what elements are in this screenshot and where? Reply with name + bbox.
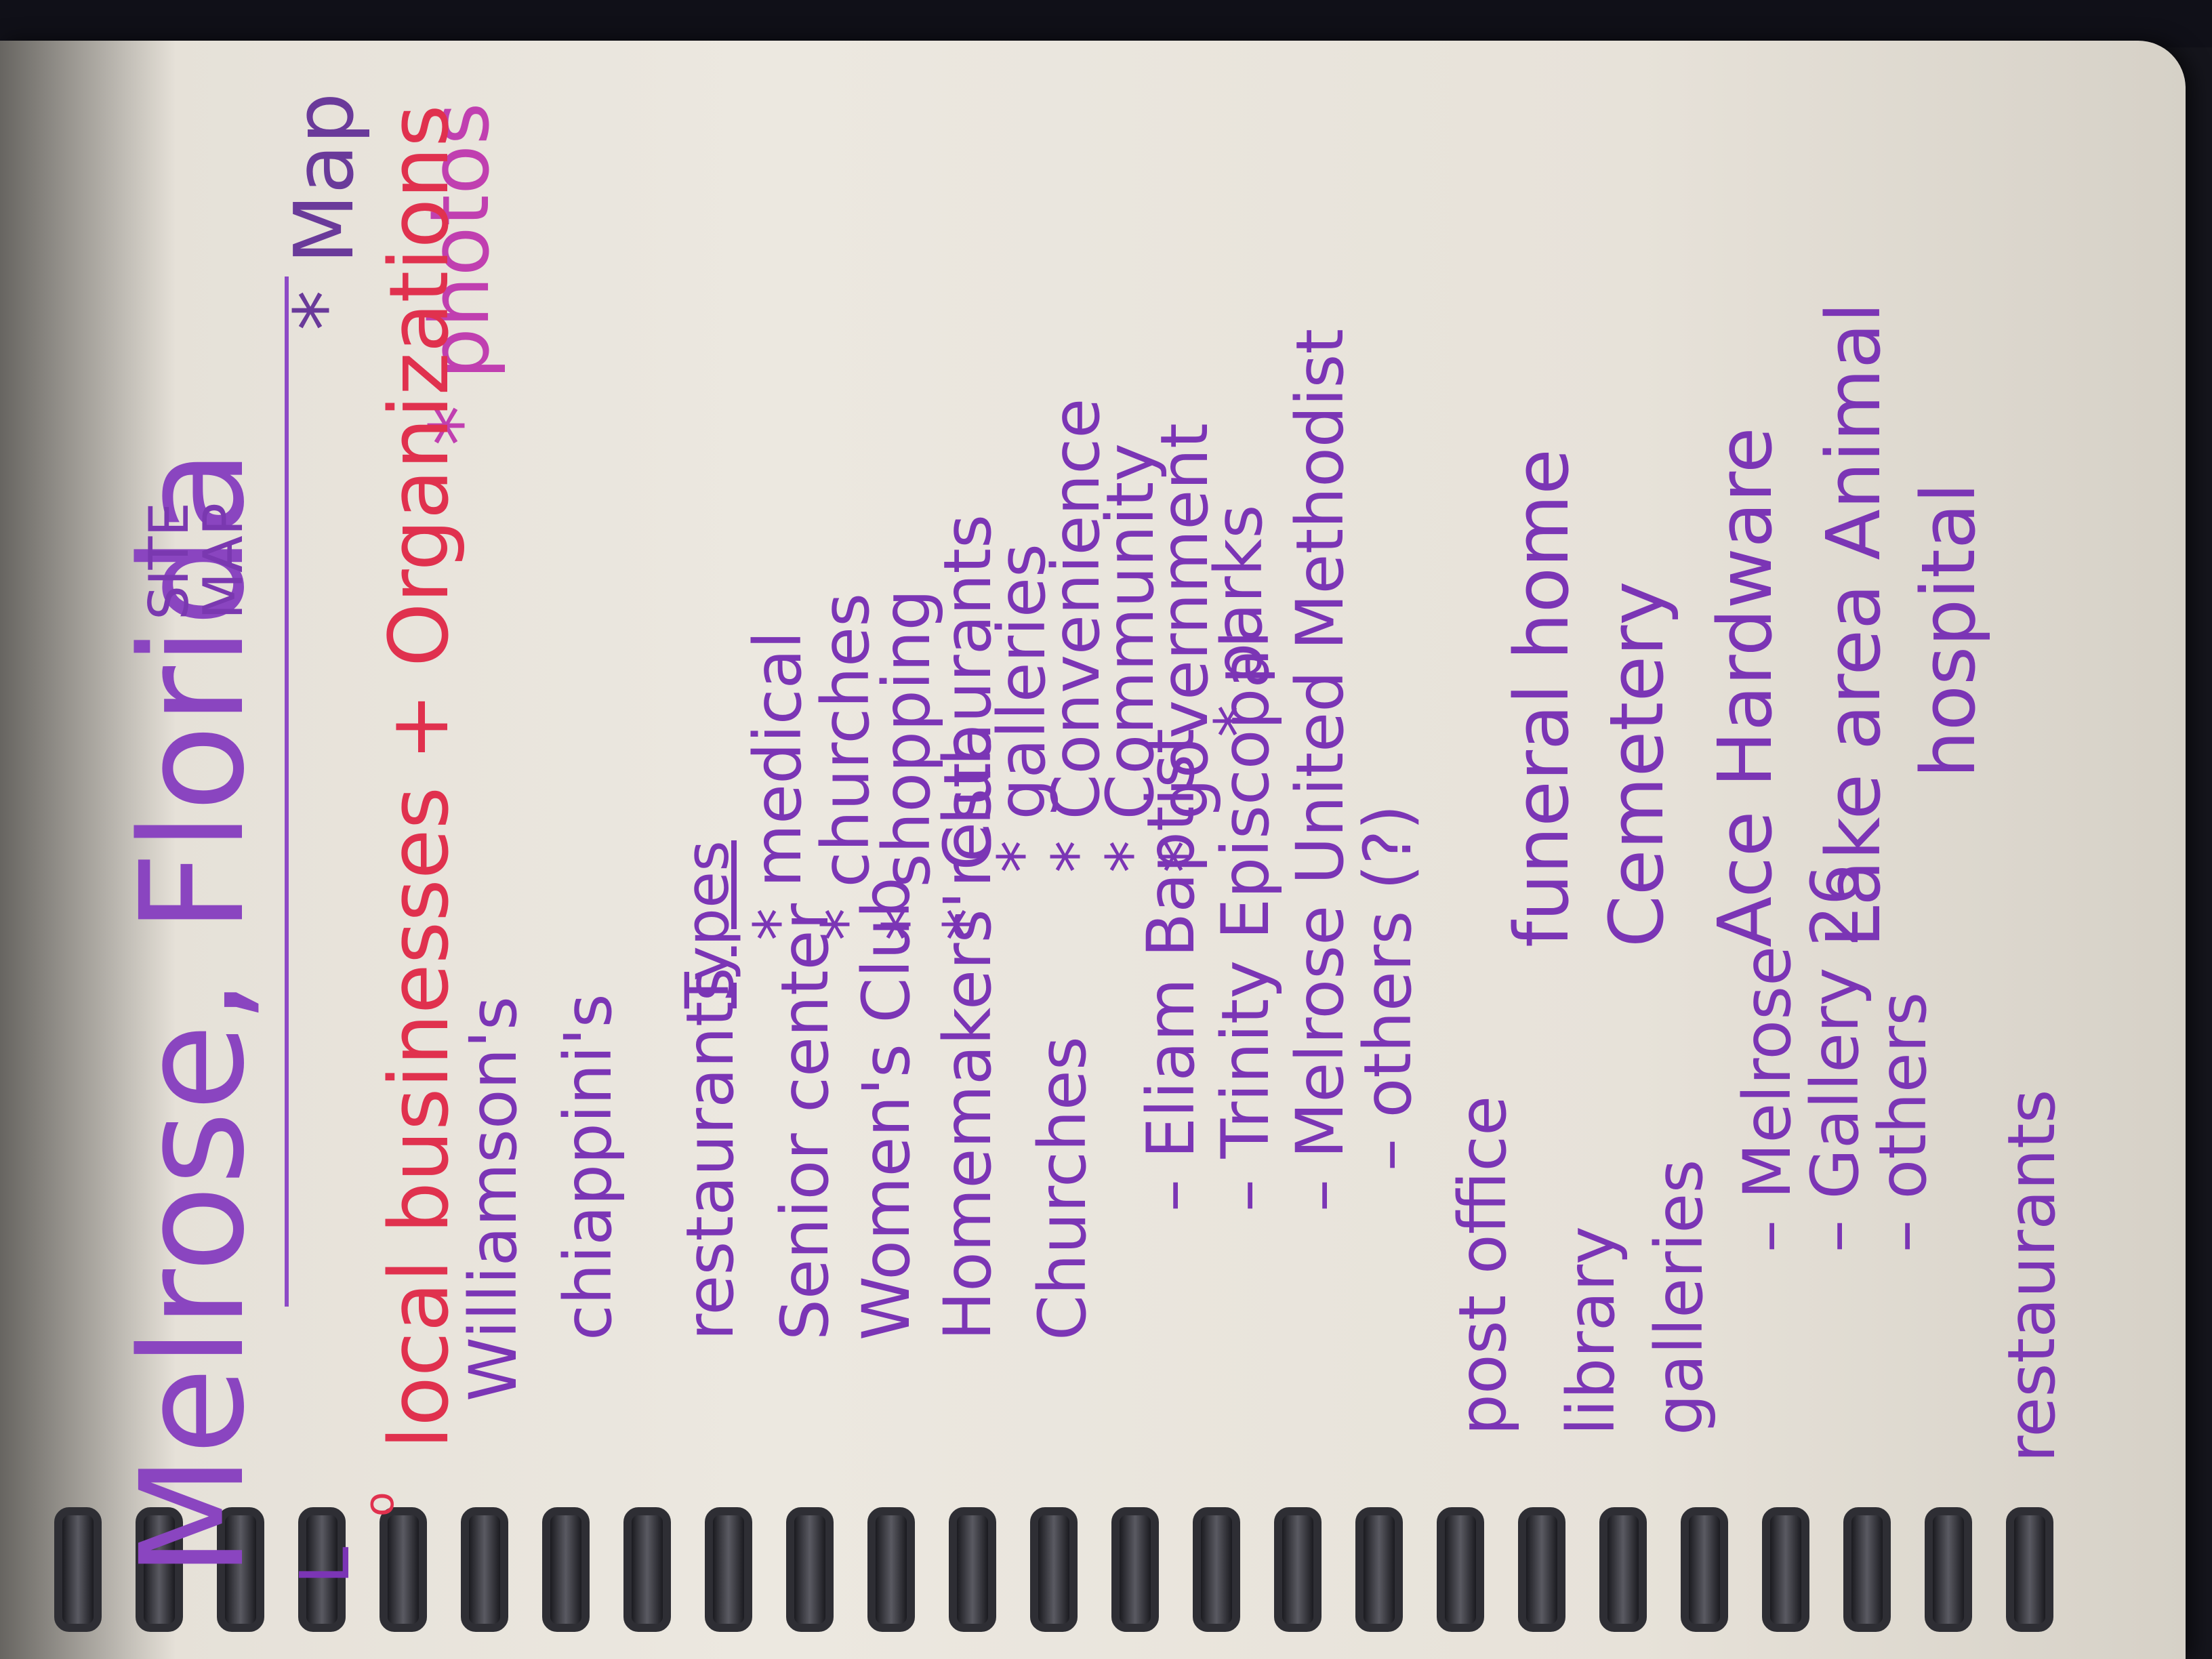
spiral-coil (1843, 1507, 1891, 1632)
spiral-coil (705, 1507, 752, 1632)
spiral-coil (1437, 1507, 1484, 1632)
gallery-item: – Melrose (1729, 945, 1805, 1252)
right-item: Cemetery (1593, 581, 1680, 947)
type-item: * parks (1201, 504, 1277, 737)
site-map-heading: SITE MAP (138, 502, 255, 620)
right-item: Ace Hardware (1702, 427, 1788, 947)
root-bracket: L (285, 1547, 365, 1584)
spiral-coil (623, 1507, 671, 1632)
spiral-coil (867, 1507, 915, 1632)
spiral-coil (461, 1507, 508, 1632)
spiral-coil (786, 1507, 834, 1632)
map-note: * Map (278, 92, 372, 331)
spiral-coil (380, 1507, 427, 1632)
notebook-page (0, 41, 2186, 1659)
spiral-coil (1762, 1507, 1809, 1632)
branch-item: Senior center (767, 903, 843, 1340)
types-heading: Types (672, 840, 742, 1008)
church-item: – Melrose United Methodist (1282, 328, 1358, 1212)
branch-item: library (1553, 1226, 1629, 1435)
spiral-coil (949, 1507, 996, 1632)
spiral-coil (1274, 1507, 1322, 1632)
spiral-coil (54, 1507, 102, 1632)
church-item: – others (?) (1350, 804, 1426, 1171)
branch-item: post office (1445, 1095, 1521, 1435)
right-item: hospital (1905, 483, 1992, 778)
spiral-coil (1681, 1507, 1728, 1632)
branch-item: Williamson's (455, 996, 531, 1401)
gallery-item: – others (1865, 991, 1941, 1252)
spiral-binding (0, 1503, 2212, 1659)
spiral-coil (217, 1507, 264, 1632)
restaurants-branch: restaurants (1994, 1089, 2070, 1462)
branch-item: galleries (1641, 1159, 1717, 1435)
branch-item: chiappini's (550, 994, 626, 1340)
spiral-coil (136, 1507, 183, 1632)
branch-item: Churches (1025, 1036, 1101, 1340)
spiral-coil (1518, 1507, 1565, 1632)
spiral-coil (298, 1507, 346, 1632)
spiral-coil (1355, 1507, 1403, 1632)
page-shadow (0, 41, 176, 1659)
spiral-coil (1193, 1507, 1240, 1632)
spiral-coil (1925, 1507, 1972, 1632)
right-item: funeral home (1498, 449, 1585, 947)
spiral-coil (2006, 1507, 2053, 1632)
branch-item: Women's Club (848, 877, 924, 1340)
background-edge (0, 0, 2212, 47)
spiral-coil (1111, 1507, 1159, 1632)
type-item: * medical (740, 631, 816, 941)
right-item: Lake area Animal (1810, 302, 1897, 947)
spiral-coil (1599, 1507, 1647, 1632)
spiral-coil (542, 1507, 590, 1632)
organizations-label: local businesses + Organizations (373, 104, 467, 1449)
branch-item: restaurants (672, 967, 748, 1340)
title-underline (285, 276, 289, 1307)
root-bullet: o (356, 1492, 403, 1517)
spiral-coil (1030, 1507, 1078, 1632)
